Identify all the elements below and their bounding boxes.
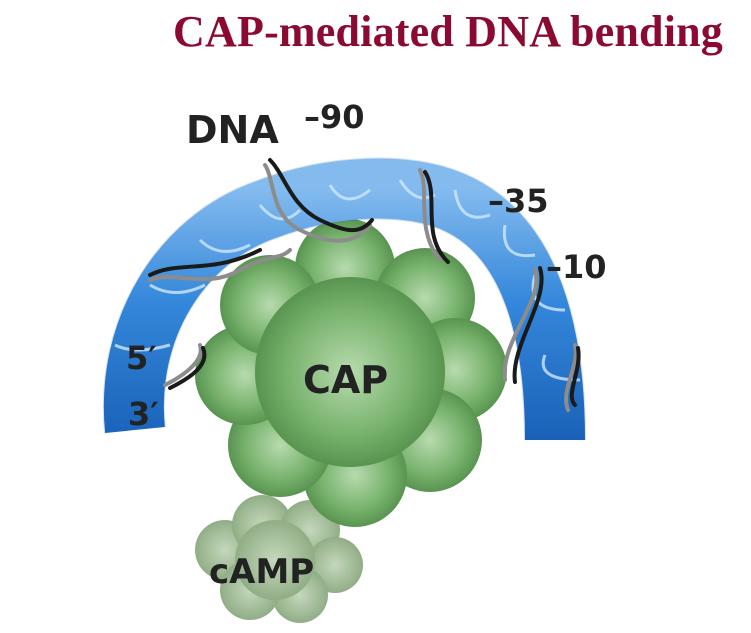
dna-strands	[148, 158, 581, 412]
label-camp: cAMP	[209, 552, 314, 592]
dna-double-helix	[103, 158, 585, 441]
camp-molecule	[195, 495, 363, 623]
label-dna: DNA	[186, 108, 279, 152]
label-position-90: –90	[304, 98, 365, 136]
label-three-prime: 3′	[128, 395, 159, 433]
label-five-prime: 5′	[126, 339, 157, 377]
label-position-10: –10	[546, 248, 607, 286]
label-cap: CAP	[303, 358, 388, 402]
label-position-35: –35	[488, 182, 549, 220]
diagram-title: CAP-mediated DNA bending	[173, 7, 723, 56]
cap-protein	[195, 218, 507, 527]
